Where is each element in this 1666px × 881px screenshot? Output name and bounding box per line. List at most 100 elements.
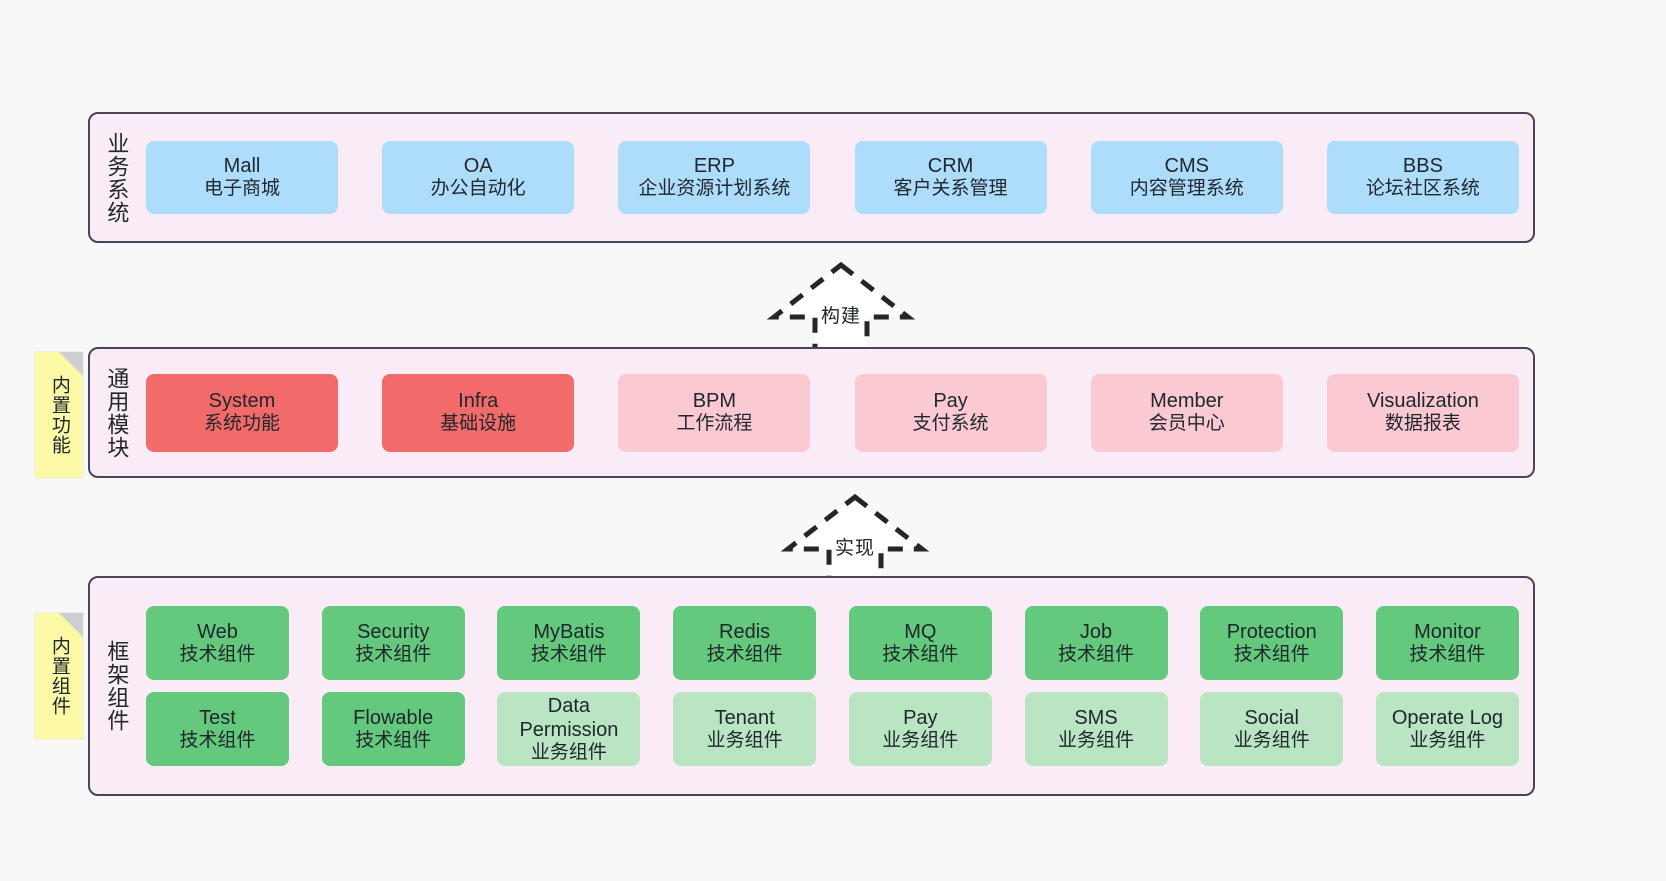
card-title: Test bbox=[199, 706, 236, 729]
card-subtitle: 技术组件 bbox=[706, 643, 783, 665]
arrow-realize: 实现 bbox=[770, 489, 940, 589]
card-subtitle: 技术组件 bbox=[355, 643, 432, 665]
card-title: Job bbox=[1079, 620, 1113, 643]
card-title: BBS bbox=[1402, 155, 1443, 178]
card-title: Flowable bbox=[353, 706, 434, 729]
card-protection[interactable]: Protection 技术组件 bbox=[1200, 606, 1344, 680]
card-web[interactable]: Web 技术组件 bbox=[146, 606, 289, 680]
card-subtitle: 办公自动化 bbox=[430, 178, 526, 200]
card-system[interactable]: System 系统功能 bbox=[146, 373, 338, 452]
card-subtitle: 企业资源计划系统 bbox=[638, 178, 791, 200]
card-operate-log[interactable]: Operate Log 业务组件 bbox=[1375, 692, 1519, 766]
card-infra[interactable]: Infra 基础设施 bbox=[382, 373, 575, 452]
layer-body: System 系统功能 Infra 基础设施 BPM 工作流程 Pay 支付系统… bbox=[142, 349, 1533, 476]
sticky-note-label: 内置组件 bbox=[48, 636, 70, 716]
sticky-note-label: 内置功能 bbox=[48, 375, 70, 455]
card-visualization[interactable]: Visualization 数据报表 bbox=[1326, 373, 1519, 452]
card-row: Web 技术组件 Security 技术组件 MyBatis 技术组件 Redi… bbox=[146, 606, 1519, 680]
folded-corner-icon bbox=[59, 613, 83, 637]
card-subtitle: 技术组件 bbox=[1233, 643, 1310, 665]
card-subtitle: 技术组件 bbox=[530, 643, 607, 665]
card-bbs[interactable]: BBS 论坛社区系统 bbox=[1326, 141, 1519, 214]
card-title: Tenant bbox=[714, 706, 775, 729]
card-subtitle: 客户关系管理 bbox=[893, 178, 1008, 200]
card-title: CRM bbox=[927, 155, 974, 178]
card-title: Monitor bbox=[1414, 620, 1481, 643]
card-flowable[interactable]: Flowable 技术组件 bbox=[321, 692, 465, 766]
card-title: Mall bbox=[223, 155, 261, 178]
card-data-permission[interactable]: Data Permission 业务组件 bbox=[497, 692, 641, 766]
card-title: SMS bbox=[1074, 706, 1118, 729]
card-redis[interactable]: Redis 技术组件 bbox=[673, 606, 817, 680]
card-title: Operate Log bbox=[1391, 706, 1504, 729]
card-security[interactable]: Security 技术组件 bbox=[321, 606, 465, 680]
card-title: OA bbox=[463, 155, 493, 178]
card-mall[interactable]: Mall 电子商城 bbox=[146, 141, 338, 214]
card-title: Infra bbox=[458, 390, 499, 413]
card-subtitle: 数据报表 bbox=[1384, 413, 1461, 435]
card-sms[interactable]: SMS 业务组件 bbox=[1024, 692, 1168, 766]
card-mybatis[interactable]: MyBatis 技术组件 bbox=[497, 606, 641, 680]
card-erp[interactable]: ERP 企业资源计划系统 bbox=[618, 141, 811, 214]
card-pay-business[interactable]: Pay 业务组件 bbox=[848, 692, 992, 766]
card-subtitle: 技术组件 bbox=[882, 643, 959, 665]
card-title: MQ bbox=[904, 620, 937, 643]
card-subtitle: 内容管理系统 bbox=[1129, 178, 1244, 200]
card-monitor[interactable]: Monitor 技术组件 bbox=[1375, 606, 1519, 680]
card-title: Security bbox=[357, 620, 430, 643]
card-job[interactable]: Job 技术组件 bbox=[1024, 606, 1168, 680]
card-bpm[interactable]: BPM 工作流程 bbox=[618, 373, 811, 452]
card-row: Test 技术组件 Flowable 技术组件 Data Permission … bbox=[146, 692, 1519, 766]
dashed-hollow-arrow-icon bbox=[766, 261, 916, 356]
card-test[interactable]: Test 技术组件 bbox=[146, 692, 289, 766]
card-social[interactable]: Social 业务组件 bbox=[1200, 692, 1344, 766]
folded-corner-icon bbox=[59, 352, 83, 376]
card-crm[interactable]: CRM 客户关系管理 bbox=[854, 141, 1047, 214]
card-title: Social bbox=[1244, 706, 1299, 729]
layer-body: Mall 电子商城 OA 办公自动化 ERP 企业资源计划系统 CRM 客户关系… bbox=[142, 114, 1533, 241]
card-subtitle: 基础设施 bbox=[440, 413, 517, 435]
card-title: Pay bbox=[933, 390, 968, 413]
card-row: System 系统功能 Infra 基础设施 BPM 工作流程 Pay 支付系统… bbox=[146, 373, 1519, 452]
card-subtitle: 业务组件 bbox=[706, 729, 783, 751]
card-title: Visualization bbox=[1366, 390, 1479, 413]
card-title: Member bbox=[1150, 390, 1224, 413]
card-cms[interactable]: CMS 内容管理系统 bbox=[1090, 141, 1283, 214]
layer-business-systems: 业务系统 Mall 电子商城 OA 办公自动化 ERP 企业资源计划系统 CRM… bbox=[88, 112, 1535, 243]
card-subtitle: 支付系统 bbox=[912, 413, 989, 435]
card-pay[interactable]: Pay 支付系统 bbox=[854, 373, 1047, 452]
layer-framework-components: 框架组件 Web 技术组件 Security 技术组件 MyBatis 技术组件… bbox=[88, 576, 1535, 796]
layer-title: 框架组件 bbox=[104, 640, 130, 732]
card-tenant[interactable]: Tenant 业务组件 bbox=[673, 692, 817, 766]
card-member[interactable]: Member 会员中心 bbox=[1090, 373, 1283, 452]
dashed-hollow-arrow-icon bbox=[780, 493, 930, 588]
card-title: CMS bbox=[1164, 155, 1209, 178]
card-subtitle: 电子商城 bbox=[203, 178, 280, 200]
card-subtitle: 论坛社区系统 bbox=[1365, 178, 1480, 200]
card-subtitle: 业务组件 bbox=[1409, 729, 1486, 751]
layer-title: 通用模块 bbox=[104, 366, 130, 459]
layer-body: Web 技术组件 Security 技术组件 MyBatis 技术组件 Redi… bbox=[142, 578, 1533, 794]
card-oa[interactable]: OA 办公自动化 bbox=[382, 141, 575, 214]
card-row: Mall 电子商城 OA 办公自动化 ERP 企业资源计划系统 CRM 客户关系… bbox=[146, 141, 1519, 214]
sticky-note-builtin-components: 内置组件 bbox=[35, 613, 83, 739]
layer-title: 业务系统 bbox=[104, 131, 130, 224]
card-subtitle: 系统功能 bbox=[203, 413, 280, 435]
card-title: System bbox=[208, 390, 276, 413]
layer-common-modules: 通用模块 System 系统功能 Infra 基础设施 BPM 工作流程 Pay… bbox=[88, 347, 1535, 478]
sticky-note-builtin-functions: 内置功能 bbox=[35, 352, 83, 478]
card-title: Pay bbox=[903, 706, 938, 729]
card-title: ERP bbox=[693, 155, 735, 178]
arrow-build: 构建 bbox=[756, 257, 926, 357]
card-subtitle: 工作流程 bbox=[676, 413, 753, 435]
card-title: MyBatis bbox=[533, 620, 605, 643]
card-subtitle: 技术组件 bbox=[355, 729, 432, 751]
card-subtitle: 业务组件 bbox=[1058, 729, 1135, 751]
card-title: Redis bbox=[719, 620, 771, 643]
card-title: BPM bbox=[692, 390, 737, 413]
card-title: Data Permission bbox=[519, 694, 619, 741]
card-subtitle: 业务组件 bbox=[1233, 729, 1310, 751]
card-mq[interactable]: MQ 技术组件 bbox=[848, 606, 992, 680]
card-subtitle: 业务组件 bbox=[530, 741, 607, 763]
